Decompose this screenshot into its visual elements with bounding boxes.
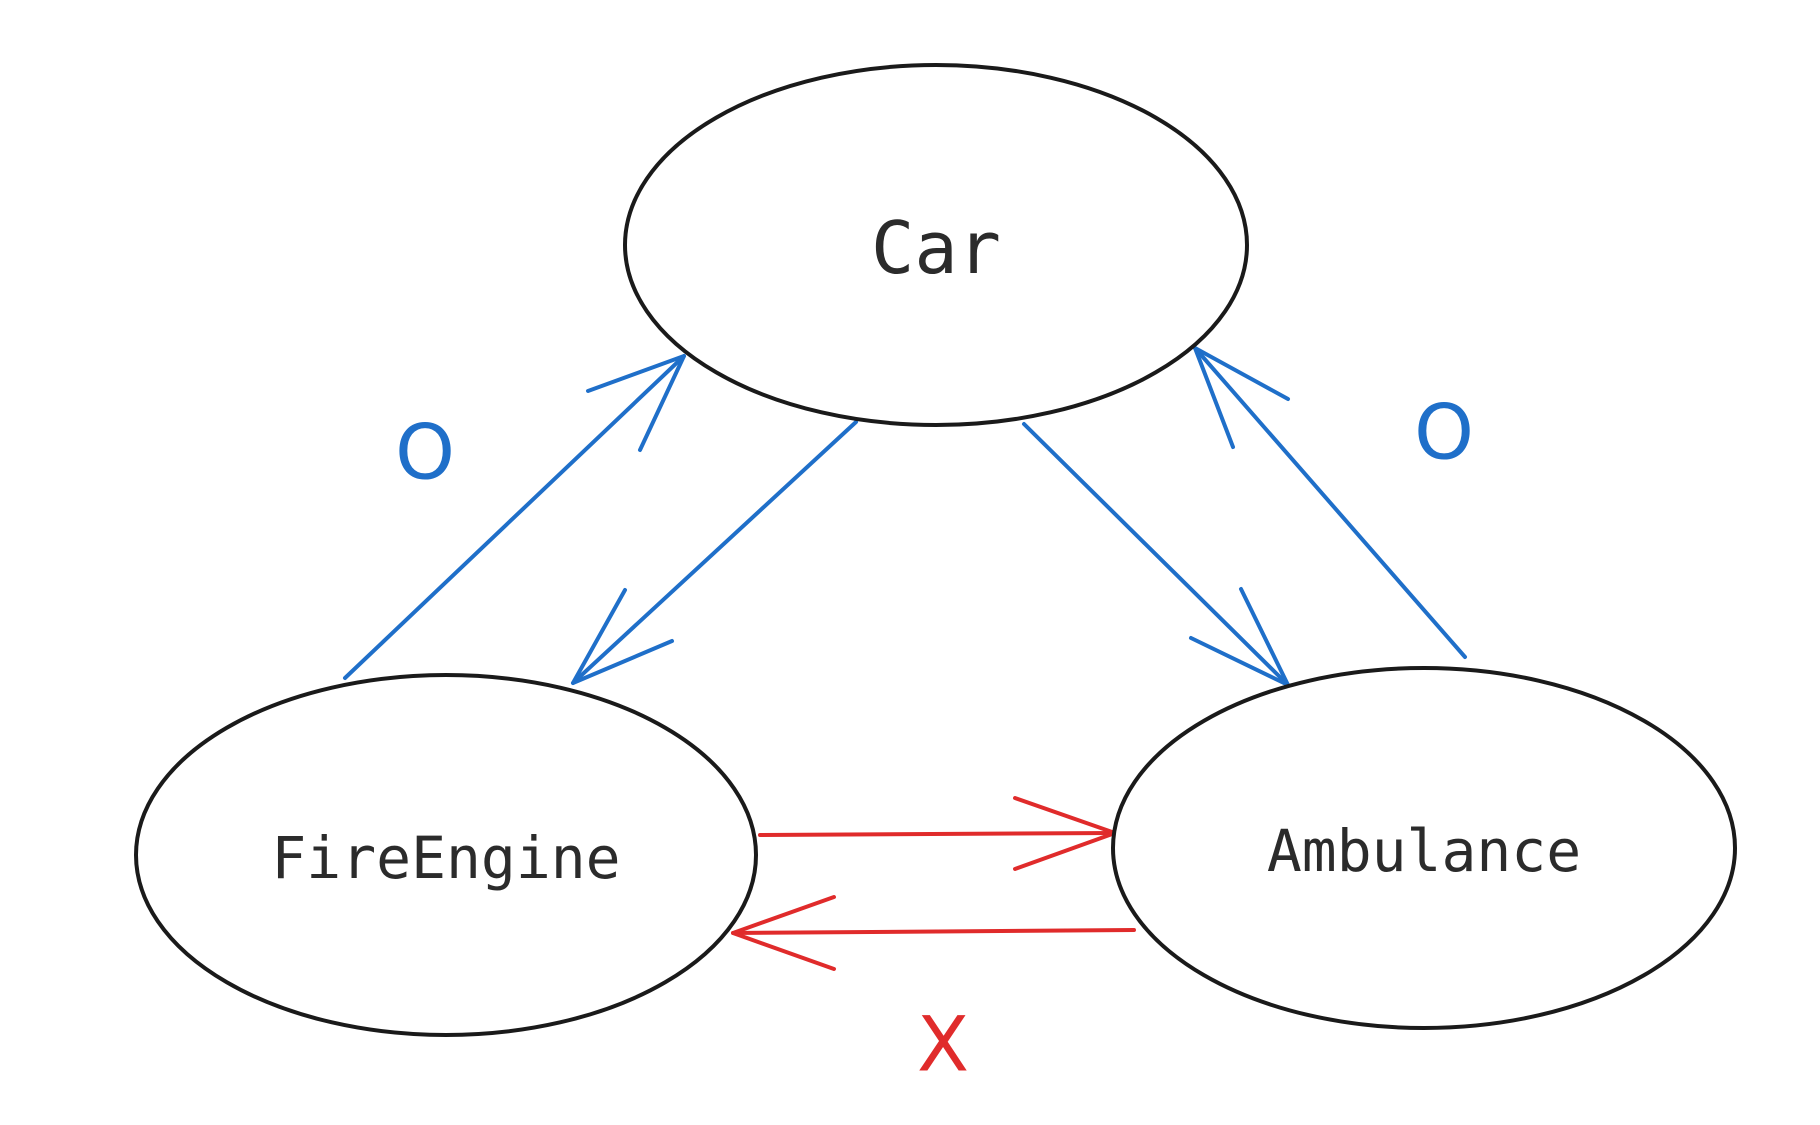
edge-ambulance-to-fireengine (731, 895, 1136, 971)
edge-mark-left: O (395, 408, 455, 497)
node-car-label: Car (871, 206, 1001, 290)
node-car-shape (623, 63, 1249, 427)
node-car: Car (623, 63, 1249, 427)
edge-mark-bottom: X (917, 1000, 969, 1089)
edge-fireengine-to-car (343, 354, 686, 680)
edge-ambulance-to-car (1193, 346, 1467, 659)
node-fireengine-shape (134, 673, 758, 1037)
node-fireengine-label: FireEngine (271, 824, 620, 892)
edge-fireengine-to-ambulance (758, 796, 1117, 871)
edge-car-to-ambulance (1022, 422, 1290, 687)
node-ambulance-label: Ambulance (1267, 817, 1581, 885)
node-fireengine: FireEngine (134, 673, 758, 1037)
node-ambulance-shape (1111, 666, 1737, 1030)
edge-car-to-fireengine (571, 420, 858, 685)
edge-mark-right: O (1414, 388, 1474, 477)
node-ambulance: Ambulance (1111, 666, 1737, 1030)
